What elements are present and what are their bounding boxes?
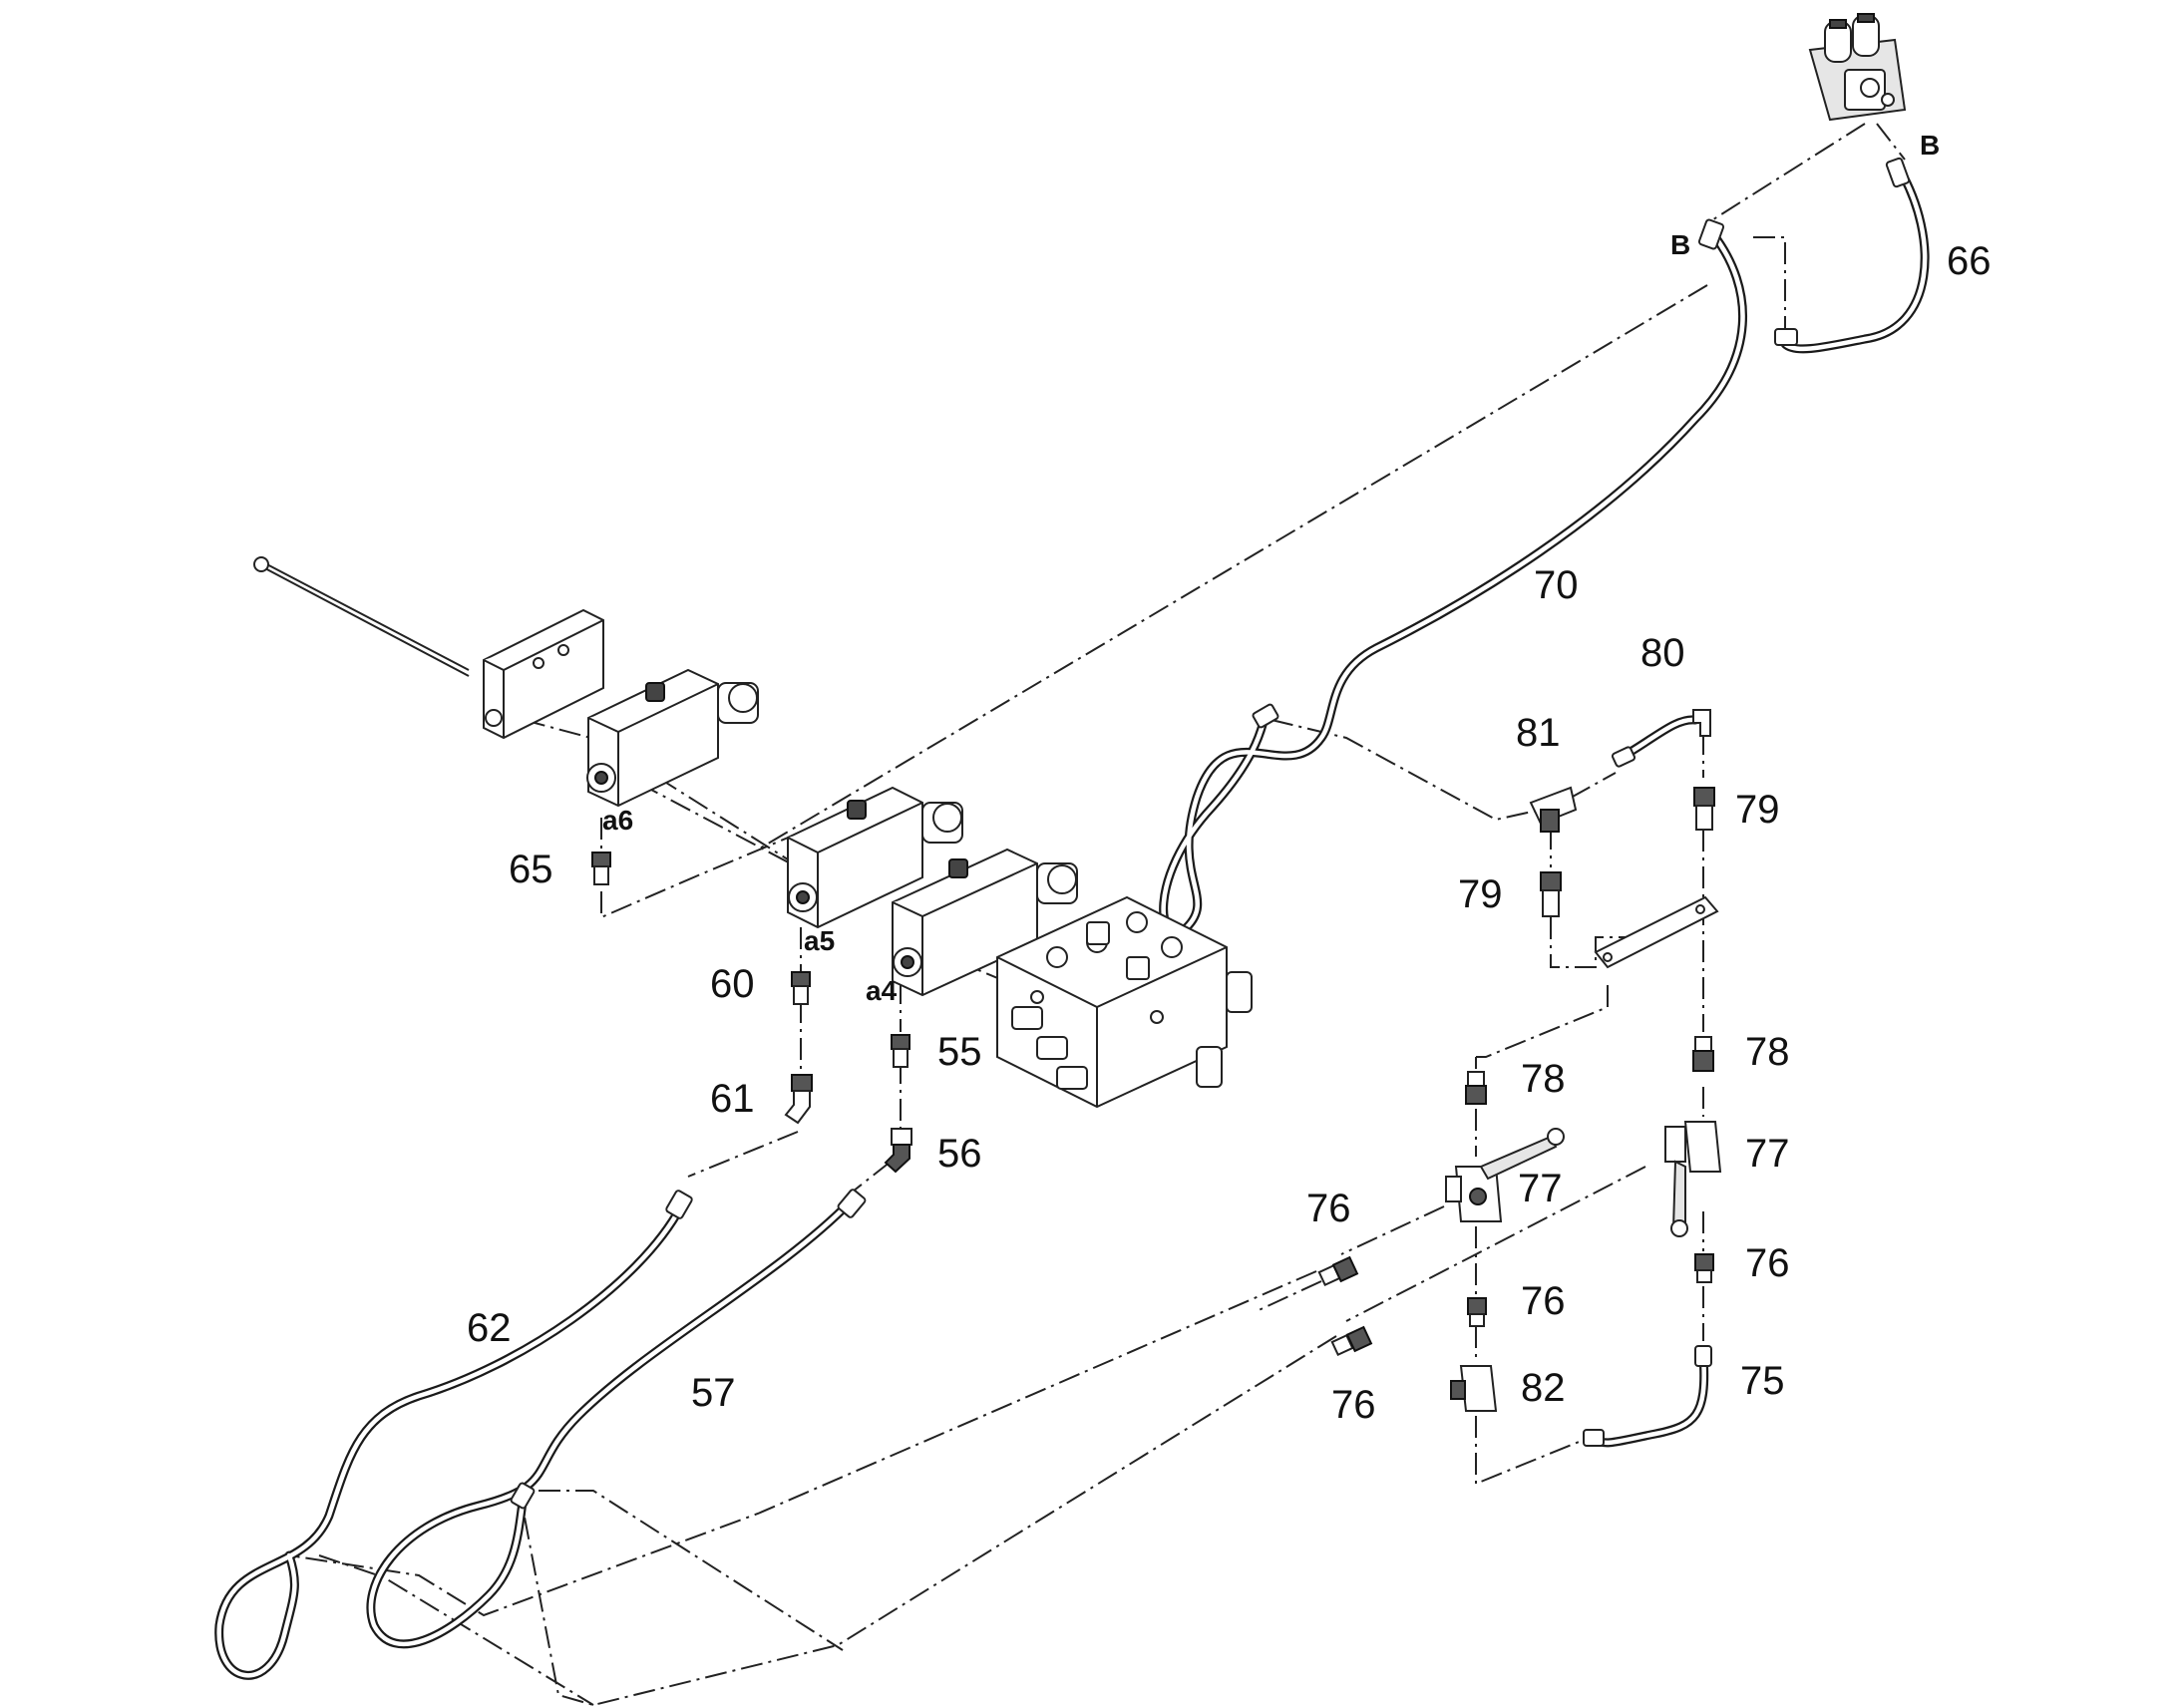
ball-valve-77-right	[1664, 1121, 1722, 1237]
fitting-76-a	[1317, 1255, 1359, 1287]
leader-62-lower	[318, 1554, 594, 1706]
fitting-55	[891, 1034, 910, 1068]
callout-81: 81	[1516, 711, 1561, 755]
callout-66: 66	[1947, 239, 1992, 283]
callout-79-left: 79	[1458, 872, 1503, 916]
callout-70: 70	[1534, 563, 1579, 607]
leader-76a-short	[1256, 1280, 1322, 1312]
leader-a5-link	[637, 782, 799, 868]
callout-76-b: 76	[1521, 1279, 1566, 1323]
hose-66	[1774, 157, 1930, 354]
port-label-a5: a5	[804, 925, 835, 956]
leader-b-right	[1876, 123, 1906, 161]
leader-b-top	[1709, 123, 1866, 222]
leader-66-end	[1753, 236, 1786, 337]
valve-section-a6	[586, 668, 759, 808]
fitting-60	[791, 971, 811, 1005]
bracket-plate	[1594, 895, 1719, 969]
hose-62	[214, 1190, 693, 1680]
callout-79-right: 79	[1735, 788, 1780, 832]
leader-70-81	[1271, 719, 1542, 822]
leader-56-57	[852, 1161, 892, 1193]
leader-77r-76d	[1345, 1166, 1646, 1322]
fittings	[591, 786, 1722, 1412]
leader-76a-62	[288, 1270, 1317, 1617]
callout-60: 60	[710, 962, 755, 1006]
port-labels: B B a6 a5 a4	[602, 130, 1940, 1006]
port-label-b-hose: B	[1670, 229, 1690, 260]
leader-57-lower	[539, 1490, 844, 1651]
hose-70	[1159, 218, 1748, 937]
fitting-78-left	[1465, 1071, 1487, 1105]
leader-77-76a	[1340, 1205, 1445, 1255]
fitting-76-c	[1694, 1253, 1714, 1283]
callout-76-c: 76	[1745, 1241, 1790, 1285]
fitting-79-right	[1693, 787, 1715, 831]
callout-76-a: 76	[1306, 1187, 1351, 1230]
callout-78-right: 78	[1745, 1030, 1790, 1074]
fitting-56	[884, 1128, 912, 1174]
hose-75	[1583, 1345, 1712, 1448]
leader-61-62	[687, 1131, 799, 1178]
pushrod-assembly	[253, 556, 604, 740]
callout-77-right: 77	[1745, 1132, 1790, 1176]
callout-75: 75	[1740, 1359, 1785, 1403]
callout-61: 61	[710, 1077, 755, 1121]
callout-80: 80	[1640, 631, 1685, 675]
callout-56: 56	[937, 1132, 982, 1176]
valve-section-a5	[787, 786, 963, 929]
callout-76-d: 76	[1331, 1383, 1376, 1427]
hose-57	[366, 1189, 867, 1649]
callout-82: 82	[1521, 1366, 1566, 1410]
callout-62: 62	[467, 1306, 512, 1350]
callout-57: 57	[691, 1371, 736, 1415]
main-control-valve-bank	[996, 895, 1253, 1109]
hose-80	[1611, 709, 1711, 768]
port-label-a4: a4	[866, 975, 898, 1006]
fitting-82-tee	[1450, 1365, 1498, 1412]
leader-82-75	[1475, 1416, 1595, 1486]
fitting-76-d	[1330, 1325, 1373, 1357]
ball-valve-77-left	[1445, 1128, 1565, 1222]
leader-79l-plate	[1550, 917, 1635, 968]
hoses	[214, 157, 1930, 1680]
callout-78-left: 78	[1521, 1057, 1566, 1101]
fitting-61	[784, 1074, 813, 1125]
port-label-b-top: B	[1920, 130, 1940, 161]
port-label-a6: a6	[602, 805, 633, 836]
leader-plate-78l	[1476, 985, 1609, 1058]
fitting-76-b	[1467, 1297, 1487, 1327]
callout-65: 65	[509, 848, 553, 891]
fitting-65	[591, 852, 611, 885]
callout-77-left: 77	[1518, 1167, 1563, 1210]
top-solenoid-valve	[1808, 13, 1907, 122]
fitting-79-left	[1540, 871, 1562, 917]
leader-81-80	[1570, 772, 1617, 799]
callouts: 66 70 80 81 79 79 65 60 61 55 56 62 57 7…	[467, 239, 1992, 1427]
callout-55: 55	[937, 1030, 982, 1074]
fitting-78-right	[1692, 1036, 1714, 1072]
fitting-81-tee	[1529, 786, 1578, 833]
